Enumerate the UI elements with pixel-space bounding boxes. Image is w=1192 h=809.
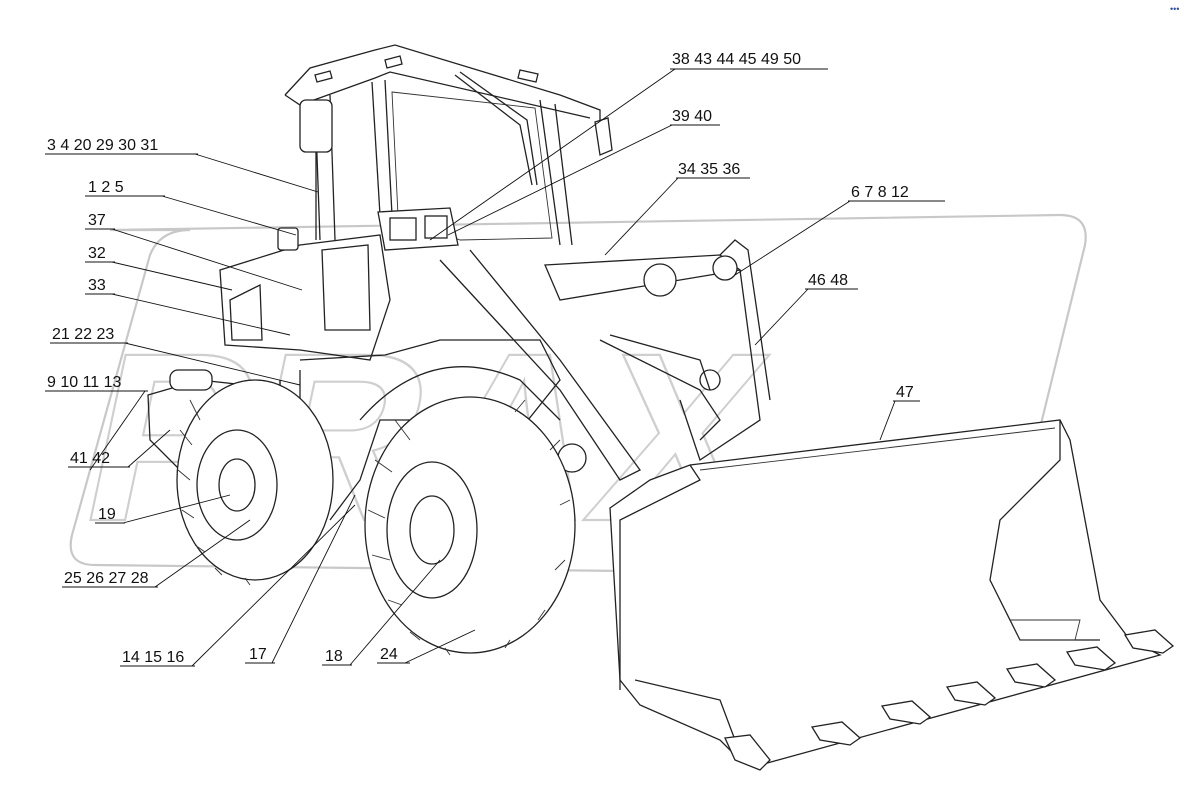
loader-body — [147, 44, 771, 541]
leader-lines — [45, 68, 945, 667]
callout-21-22-23: 21 22 23 — [52, 326, 114, 343]
callout-38-43-44-45-49-50: 38 43 44 45 49 50 — [672, 51, 801, 68]
callout-18: 18 — [325, 648, 343, 665]
corner-mark: ••• — [1170, 4, 1179, 14]
callout-labels: 38 43 44 45 49 50 39 40 34 35 36 6 7 8 1… — [47, 51, 914, 666]
callout-14-15-16: 14 15 16 — [122, 649, 184, 666]
callout-25-26-27-28: 25 26 27 28 — [64, 570, 149, 587]
callout-32: 32 — [88, 245, 106, 262]
callout-37: 37 — [88, 212, 106, 229]
callout-47: 47 — [896, 384, 914, 401]
callout-17: 17 — [249, 646, 267, 663]
callout-19: 19 — [98, 506, 116, 523]
callout-46-48: 46 48 — [808, 272, 848, 289]
callout-1-2-5: 1 2 5 — [88, 179, 124, 196]
callout-41-42: 41 42 — [70, 450, 110, 467]
callout-9-10-11-13: 9 10 11 13 — [47, 374, 122, 391]
front-wheel — [364, 396, 576, 656]
bucket — [609, 419, 1175, 771]
rear-wheel — [176, 379, 334, 586]
callout-39-40: 39 40 — [672, 108, 712, 125]
callout-33: 33 — [88, 277, 106, 294]
callout-24: 24 — [380, 646, 398, 663]
callout-6-7-8-12: 6 7 8 12 — [851, 184, 909, 201]
callout-34-35-36: 34 35 36 — [678, 161, 740, 178]
callout-3-4-20-29-30-31: 3 4 20 29 30 31 — [47, 137, 158, 154]
